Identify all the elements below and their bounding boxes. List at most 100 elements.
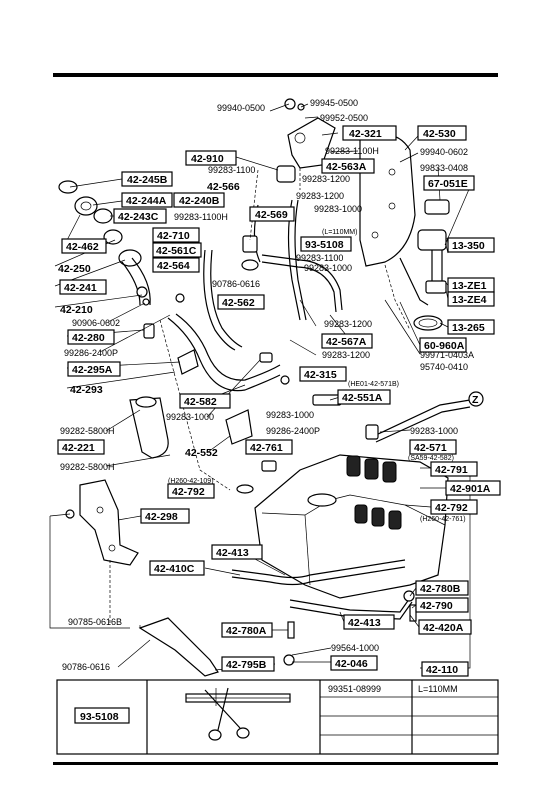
label-42-910: 42-910 <box>191 153 224 165</box>
label-42-240B: 42-240B <box>179 195 220 207</box>
label-13-ZE1: 13-ZE1 <box>452 280 487 292</box>
label-99283-1000-e: 99283-1000 <box>410 426 458 436</box>
label-box <box>300 236 352 252</box>
label-box <box>321 333 373 349</box>
bottom-rule <box>53 762 498 765</box>
label-99283-1200-b: 99283-1200 <box>296 191 344 201</box>
label-42-761: 42-761 <box>250 442 283 454</box>
label-99283-1200-c: 99283-1200 <box>324 319 372 329</box>
label-42-552: 42-552 <box>185 447 218 459</box>
label-99286-2400P-b: 99286-2400P <box>266 426 320 436</box>
label-99952-0500: 99952-0500 <box>320 113 368 123</box>
label-box <box>179 393 231 409</box>
label-box <box>245 439 293 455</box>
hose-cutting-icon <box>185 687 291 741</box>
label-99283-1200: 99283-1200 <box>302 174 350 184</box>
label-99283-1100H-b: 99283-1100H <box>174 212 228 222</box>
label-box <box>173 192 225 208</box>
label-13-265: 13-265 <box>452 322 485 334</box>
label-HE01-42-571B: (HE01-42-571B) <box>348 381 399 388</box>
label-42-564: 42-564 <box>157 260 190 272</box>
label-box <box>113 208 167 224</box>
label-42-551A: 42-551A <box>342 392 383 404</box>
label-42-295A: 42-295A <box>72 364 113 376</box>
label-z: Z <box>472 394 479 406</box>
label-box <box>430 461 478 477</box>
label-42-571: 42-571 <box>414 442 447 454</box>
label-42-110: 42-110 <box>426 664 458 676</box>
label-42-420A: 42-420A <box>423 622 464 634</box>
label-42-901A: 42-901A <box>450 483 491 495</box>
label-SA59-42-582: (SA59-42-582) <box>408 455 454 462</box>
label-box <box>419 337 467 353</box>
label-42-046: 42-046 <box>335 658 368 670</box>
label-box <box>211 544 263 560</box>
label-box <box>417 125 467 141</box>
label-42-566: 42-566 <box>207 181 240 193</box>
label-box <box>409 439 457 455</box>
label-42-243C: 42-243C <box>118 211 159 223</box>
label-99940-0602: 99940-0602 <box>420 147 468 157</box>
label-42-315: 42-315 <box>304 369 337 381</box>
label-90906-0602: 90906-0602 <box>72 318 120 328</box>
label-67-051E: 67-051E <box>428 178 468 190</box>
label-box <box>221 622 273 638</box>
label-42-293: 42-293 <box>70 384 103 396</box>
label-box <box>418 619 472 635</box>
label-42-244A: 42-244A <box>126 195 167 207</box>
label-box <box>423 175 475 191</box>
label-box <box>430 499 478 515</box>
label-42-792: 42-792 <box>172 486 205 498</box>
label-42-790: 42-790 <box>420 600 453 612</box>
label-95740-0410: 95740-0410 <box>420 362 468 372</box>
label-99283-1100: 99283-1100 <box>208 165 255 175</box>
part-labels: 99940-0500 99945-0500 99952-0500 42-321 … <box>57 98 501 677</box>
label-42-780A: 42-780A <box>226 625 267 637</box>
label-42-562: 42-562 <box>222 297 255 309</box>
label-42-462: 42-462 <box>66 241 99 253</box>
label-99283-1000-d: 99283-1000 <box>266 410 314 420</box>
label-90785-0616B: 90785-0616B <box>68 617 122 627</box>
label-box <box>57 439 105 455</box>
label-42-413-b: 42-413 <box>348 617 381 629</box>
label-box <box>67 329 115 345</box>
label-42-280: 42-280 <box>72 332 105 344</box>
label-13-ZE4: 13-ZE4 <box>452 294 487 306</box>
table-part-label-box <box>74 707 130 724</box>
label-box <box>249 206 295 222</box>
label-42-241: 42-241 <box>64 282 97 294</box>
label-box <box>121 171 173 187</box>
label-42-780B: 42-780B <box>420 583 461 595</box>
label-H260-42-109: (H260-42-109) <box>168 478 214 485</box>
label-box <box>415 597 469 613</box>
label-60-960A: 60-960A <box>424 340 465 352</box>
label-99282-5800H: 99282-5800H <box>60 426 115 436</box>
table-part-label: 93-5108 <box>80 711 119 723</box>
label-99833-0408: 99833-0408 <box>420 163 468 173</box>
label-box <box>415 580 469 596</box>
label-L110MM: (L=110MM) <box>322 229 357 236</box>
label-box <box>321 158 375 174</box>
label-box <box>152 227 200 243</box>
label-box <box>121 192 173 208</box>
label-box <box>217 294 265 310</box>
label-box <box>221 656 275 672</box>
label-box <box>447 237 495 253</box>
label-13-350: 13-350 <box>452 240 485 252</box>
label-42-530: 42-530 <box>423 128 456 140</box>
label-box <box>445 480 501 496</box>
label-42-791: 42-791 <box>435 464 468 476</box>
label-99286-2400P: 99286-2400P <box>64 348 118 358</box>
part-drawings <box>58 98 471 677</box>
label-42-563A: 42-563A <box>326 161 367 173</box>
top-rule <box>53 73 498 77</box>
label-42-710: 42-710 <box>157 230 190 242</box>
reference-circle-z <box>468 391 484 407</box>
label-99283-1000-c: 99283-1000 <box>166 412 214 422</box>
label-99283-1000: 99283-1000 <box>314 204 362 214</box>
label-99940-0500: 99940-0500 <box>217 103 265 113</box>
label-93-5108: 93-5108 <box>305 239 344 251</box>
label-99971-0403A: 99971-0403A <box>420 350 474 360</box>
label-box <box>299 366 347 382</box>
